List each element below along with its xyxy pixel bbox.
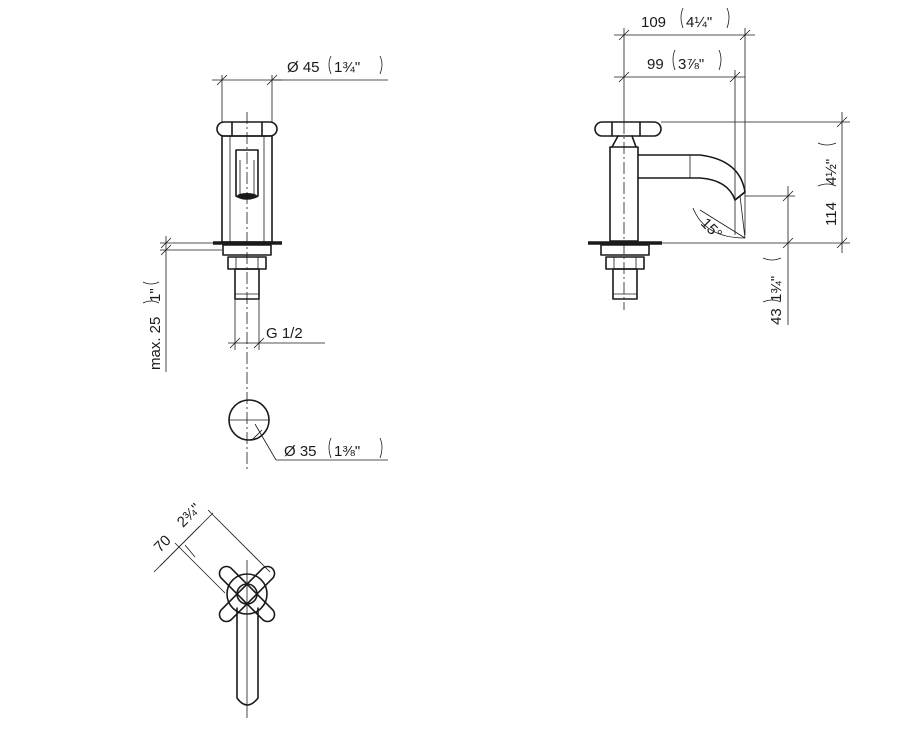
angle-label: 15°: [697, 215, 725, 243]
dim-overall-reach-inch: 4¼": [686, 14, 712, 31]
dim-max-length-inch: 1": [147, 288, 164, 302]
base-circle-view: Ø 35 1⅜": [228, 399, 388, 461]
front-view: Ø 45 1¾" max. 25 1" G 1/2: [142, 55, 388, 470]
dim-max-length: max. 25: [147, 317, 164, 370]
dim-overall-reach: 109: [641, 14, 666, 31]
dim-base-diameter: Ø 35: [284, 443, 317, 460]
dim-height: 114: [823, 202, 840, 226]
dim-handle-diameter: Ø 45: [287, 59, 320, 76]
dim-spout-height: 43: [768, 308, 785, 325]
dim-spout-reach: 99: [647, 56, 664, 73]
dim-height-inch: 4½": [823, 159, 840, 185]
dim-spout-height-inch: 1¾": [768, 276, 785, 302]
dim-handle-span: 70: [151, 532, 175, 556]
dim-spout-reach-inch: 3⅞": [678, 56, 704, 73]
dim-base-diameter-inch: 1⅜": [334, 443, 360, 460]
side-view: 109 4¼" 99 3⅞" 15° 114 4½" 43 1¾": [588, 7, 850, 325]
top-view: 70 2¾": [151, 500, 276, 718]
thread-label: G 1/2: [266, 325, 303, 342]
dim-handle-diameter-inch: 1¾": [334, 59, 360, 76]
